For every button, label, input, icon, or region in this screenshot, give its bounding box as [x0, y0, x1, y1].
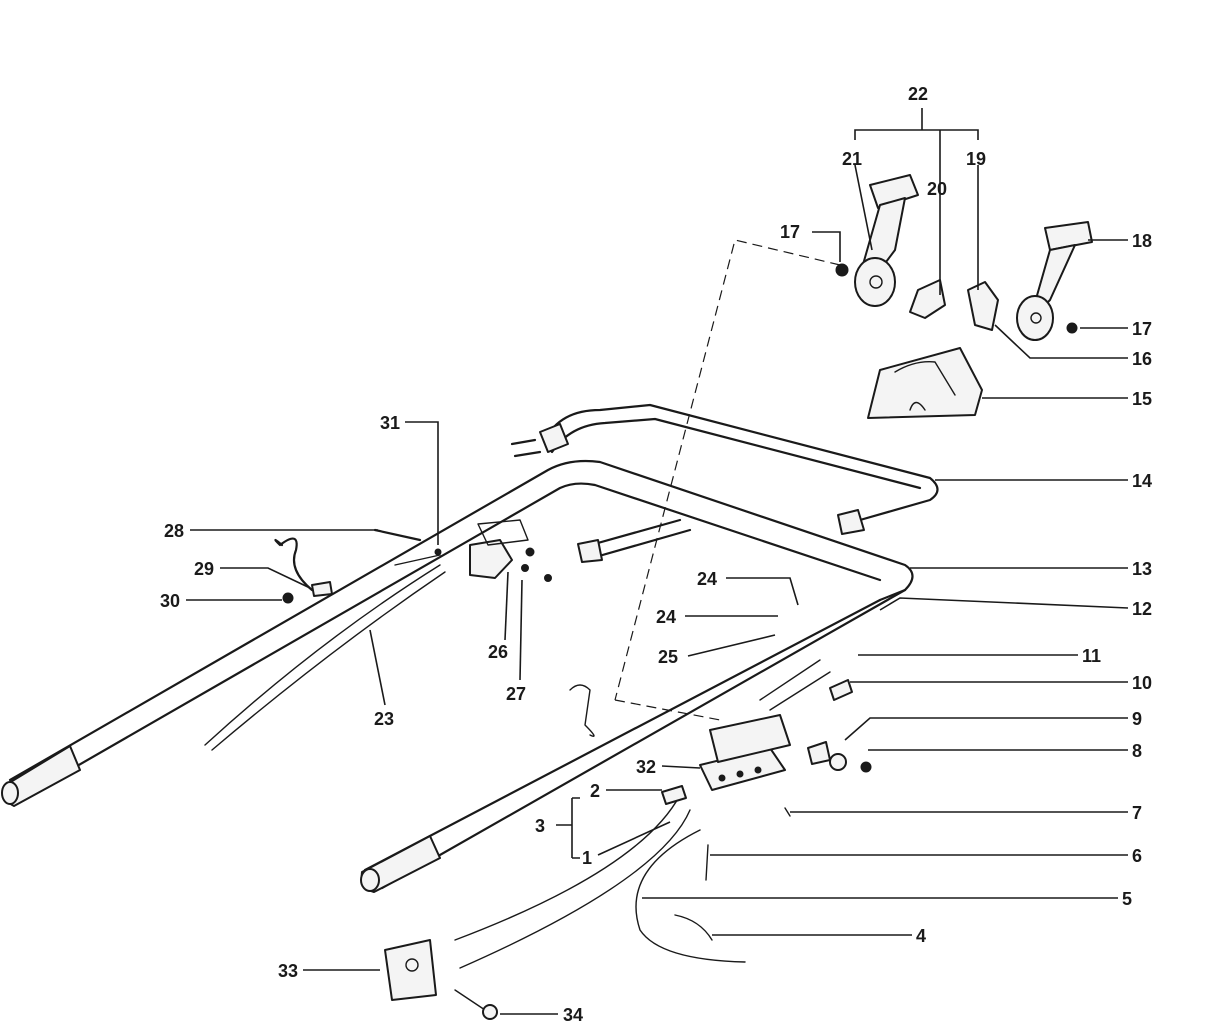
pedal-right	[1016, 221, 1093, 341]
projection-line-left	[614, 239, 841, 701]
callout-8: 8	[1132, 741, 1142, 761]
callout-12: 12	[1132, 599, 1152, 619]
lower-cables	[454, 684, 746, 969]
callout-labels: 22 21 19 20 17 18 17 16 15 14 13 12 11 1…	[160, 84, 1152, 1024]
callout-33: 33	[278, 961, 298, 981]
callout-10: 10	[1132, 673, 1152, 693]
callout-22: 22	[908, 84, 928, 104]
callout-26: 26	[488, 642, 508, 662]
bracket-33	[384, 939, 437, 1001]
callout-24-upper: 24	[697, 569, 717, 589]
callout-21: 21	[842, 149, 862, 169]
callout-25: 25	[658, 647, 678, 667]
projection-line-right	[614, 699, 721, 721]
upper-bar	[510, 403, 939, 535]
callout-4: 4	[916, 926, 926, 946]
pedal-cover	[867, 347, 983, 419]
callout-24-lower: 24	[656, 607, 676, 627]
callout-20: 20	[927, 179, 947, 199]
callout-14: 14	[1132, 471, 1152, 491]
callout-28: 28	[164, 521, 184, 541]
callout-9: 9	[1132, 709, 1142, 729]
callout-18: 18	[1132, 231, 1152, 251]
callout-19: 19	[966, 149, 986, 169]
connecting-rod	[577, 518, 692, 563]
screw-34	[454, 989, 498, 1020]
mounting-bracket	[434, 519, 552, 582]
control-block	[699, 659, 872, 817]
callout-15: 15	[1132, 389, 1152, 409]
leader-lines	[186, 108, 1129, 1015]
callout-2: 2	[590, 781, 600, 801]
callout-17-right: 17	[1132, 319, 1152, 339]
handle-frame	[1, 459, 914, 893]
callout-17-upper: 17	[780, 222, 800, 242]
callout-7: 7	[1132, 803, 1142, 823]
callout-5: 5	[1122, 889, 1132, 909]
callout-31: 31	[380, 413, 400, 433]
callout-11: 11	[1082, 646, 1101, 666]
callout-23: 23	[374, 709, 394, 729]
pedal-left	[854, 174, 919, 307]
callout-13: 13	[1132, 559, 1152, 579]
callout-3: 3	[535, 816, 545, 836]
callout-29: 29	[194, 559, 214, 579]
callout-6: 6	[1132, 846, 1142, 866]
callout-1: 1	[582, 848, 592, 868]
callout-30: 30	[160, 591, 180, 611]
pedal-plates	[835, 263, 1078, 334]
callout-34: 34	[563, 1005, 583, 1024]
cable-23	[204, 554, 446, 751]
spring-hook	[274, 528, 422, 604]
callout-32: 32	[636, 757, 656, 777]
callout-16: 16	[1132, 349, 1152, 369]
callout-27: 27	[506, 684, 526, 704]
